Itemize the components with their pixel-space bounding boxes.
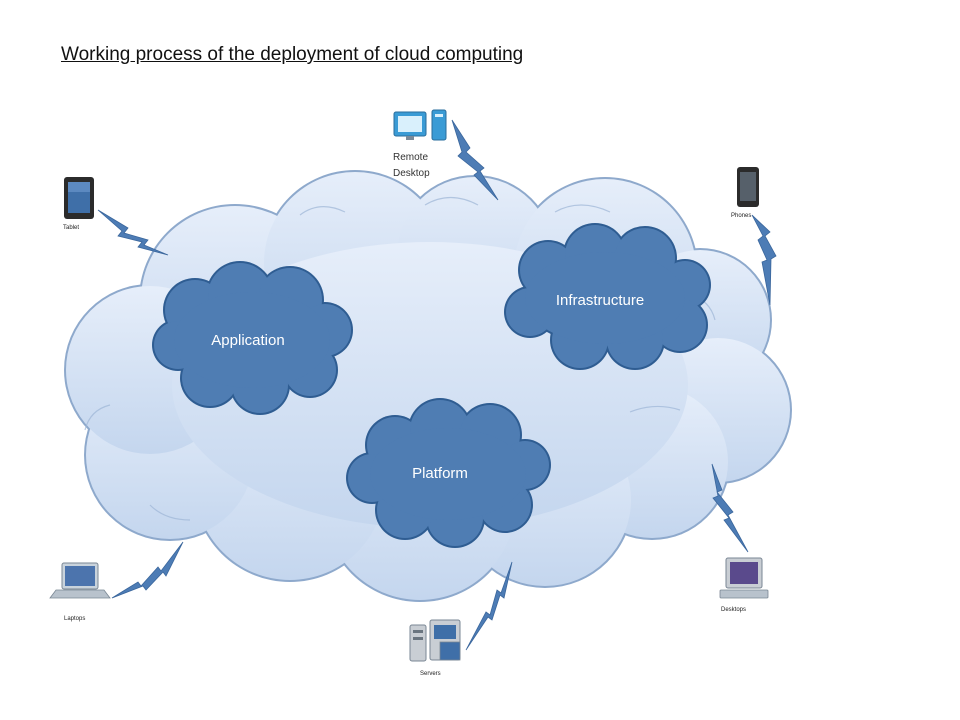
bolt-phones [751,214,777,306]
laptops-device: Laptops [49,562,111,622]
laptops-label: Laptops [64,616,85,622]
desktops-label: Desktops [721,607,746,613]
slide-title: Working process of the deployment of clo… [61,44,524,65]
desktops-device: Desktops [719,557,769,613]
server-icon [409,619,461,662]
desktop-computer-icon [719,557,769,599]
tablet-icon [64,177,94,219]
servers-label: Servers [420,671,441,677]
bolt-remote-desktop [451,119,499,201]
tower-icon [431,109,447,141]
servers-device: Servers [409,619,461,677]
platform-cloud: Platform [346,398,551,548]
application-label: Application [211,332,284,349]
application-cloud: Application [152,261,353,415]
laptop-icon [49,562,111,599]
bolt-laptops [111,541,184,599]
remote-desktop-device: Remote Desktop [393,109,447,179]
remote-desktop-label-line2: Desktop [393,168,430,179]
tablet-device: Tablet [63,177,94,231]
infrastructure-label: Infrastructure [556,292,644,309]
bolt-desktops [711,463,749,553]
phones-device: Phones [731,167,759,219]
platform-label: Platform [412,465,468,482]
phones-label: Phones [731,213,751,219]
bolt-servers [465,561,513,651]
phone-icon [737,167,759,207]
tablet-label: Tablet [63,225,79,231]
remote-desktop-label-line1: Remote [393,152,428,163]
bolt-tablet [97,209,169,256]
main-cloud [64,170,792,602]
infrastructure-cloud: Infrastructure [504,223,711,370]
monitor-icon [393,111,427,140]
